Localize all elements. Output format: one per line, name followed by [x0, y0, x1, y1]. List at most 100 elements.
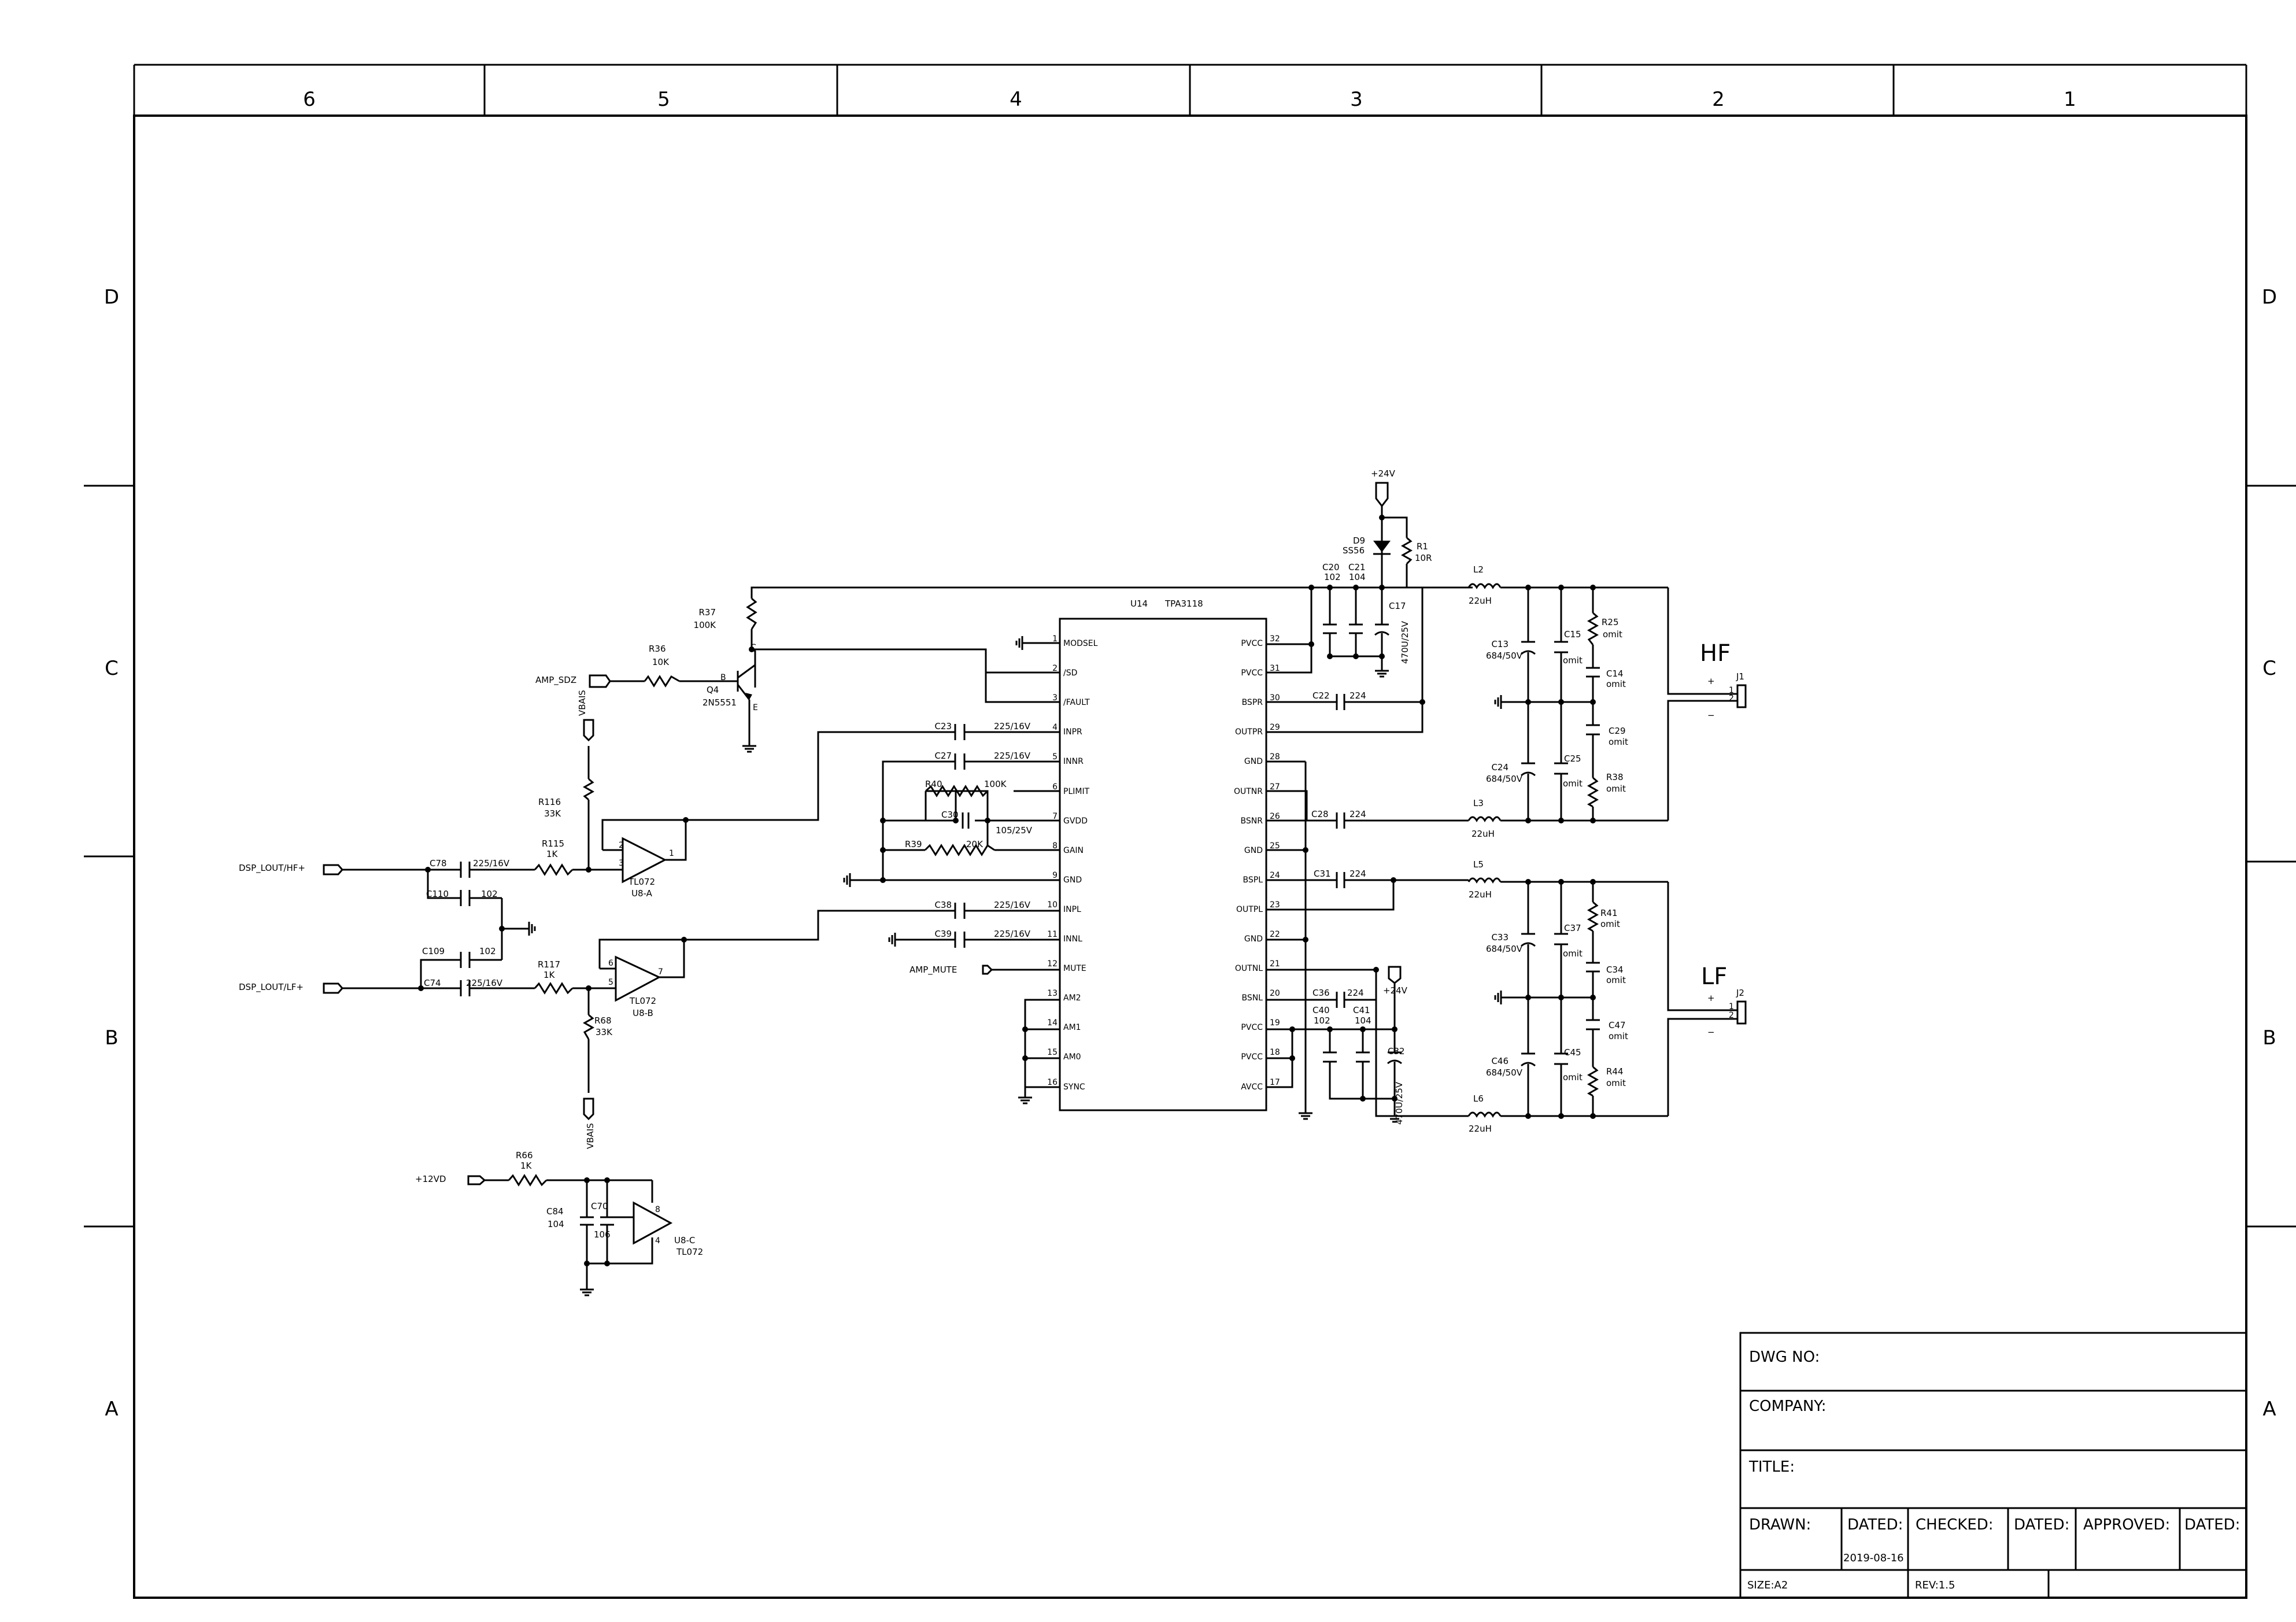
u8c-value: TL072 [676, 1247, 703, 1257]
r68-ref: R68 [594, 1015, 612, 1026]
d9-value: SS56 [1343, 545, 1365, 556]
c33-value: 684/50V [1486, 944, 1523, 954]
vbais-label-2: VBAIS [585, 1123, 596, 1149]
u14-pin-name-right: OUTPR [1235, 727, 1263, 737]
c14-ref: C14 [1606, 668, 1624, 679]
u14-ic-body [1059, 618, 1267, 1111]
r39-ref: R39 [905, 839, 922, 849]
lf-label: LF [1701, 963, 1727, 990]
c20-ref: C20 [1322, 562, 1340, 572]
u14-pin-name-left: INNR [1063, 757, 1084, 766]
amp-mute-label: AMP_MUTE [909, 965, 957, 976]
c47-value: omit [1609, 1031, 1628, 1041]
component-labels: R37 100K R36 10K Q4 2N5551 B C E AMP_SDZ… [239, 468, 1744, 1257]
c70-ref: C70 [591, 1201, 608, 1211]
j1-minus: − [1707, 710, 1715, 721]
l6-value: 22uH [1469, 1124, 1492, 1134]
dwg-no-label: DWG NO: [1749, 1348, 1820, 1366]
c32-ref: C32 [1388, 1046, 1405, 1056]
zone-row-b-left: B [105, 1026, 118, 1050]
c78-ref: C78 [430, 858, 447, 869]
rev-label: REV:1.5 [1915, 1579, 1955, 1591]
r38-ref: R38 [1606, 772, 1624, 782]
u14-pin-name-right: BSPL [1243, 875, 1263, 885]
l2-ref: L2 [1473, 564, 1484, 575]
u14-pin-name-left: /FAULT [1063, 698, 1090, 707]
u8b-pin-out: 7 [658, 967, 663, 977]
c41-ref: C41 [1353, 1005, 1370, 1015]
c109-ref: C109 [422, 946, 445, 956]
u8a-value: TL072 [628, 877, 655, 887]
u14-pin-name-left: INPL [1063, 905, 1081, 914]
c23-value: 225/16V [994, 721, 1031, 731]
u8a-pin-b: 3 [619, 859, 624, 868]
dated-label: DATED: [1847, 1516, 1903, 1534]
c29-ref: C29 [1609, 726, 1626, 736]
j1-pin1: 1 [1729, 686, 1734, 695]
c34-value: omit [1606, 975, 1626, 985]
hf-label: HF [1700, 640, 1731, 667]
p24v-bot-label: +24V [1383, 985, 1408, 996]
vdd12-label: +12VD [415, 1174, 446, 1184]
u8b-pin-b: 5 [608, 978, 613, 987]
ground-symbols [528, 636, 1502, 1296]
u14-pin-name-left: AM2 [1063, 993, 1081, 1003]
u14-pin-num-right: 30 [1270, 693, 1280, 703]
u14-pin-num-left: 15 [1047, 1048, 1058, 1057]
c30-ref: C30 [941, 810, 959, 820]
u14-pin-num-left: 11 [1047, 930, 1058, 939]
c40-value: 102 [1314, 1015, 1330, 1026]
c30-value: 105/25V [996, 825, 1033, 836]
u14-pin-num-left: 14 [1047, 1018, 1058, 1028]
u14-pin-name-left: MODSEL [1063, 639, 1098, 648]
c24-value: 684/50V [1486, 774, 1523, 784]
u14-pin-name-right: PVCC [1241, 1023, 1263, 1032]
p24v-top-label: +24V [1371, 468, 1396, 479]
wires [354, 506, 1737, 1290]
l3-value: 22uH [1471, 829, 1495, 839]
junctions [418, 515, 1596, 1266]
c38-ref: C38 [934, 900, 952, 910]
r115-ref: R115 [542, 838, 564, 849]
zone-col-4: 4 [1010, 88, 1022, 111]
c23-ref: C23 [934, 721, 952, 731]
r37-value: 100K [694, 620, 717, 630]
u14-pin-num-left: 8 [1052, 841, 1058, 851]
c37-ref: C37 [1564, 923, 1581, 933]
u14-pin-num-left: 5 [1052, 752, 1058, 762]
j1-plus: + [1707, 676, 1715, 686]
zone-row-a-right: A [2262, 1398, 2276, 1421]
l5-ref: L5 [1473, 859, 1484, 870]
c22-ref: C22 [1312, 690, 1330, 701]
u8a-pin-out: 1 [669, 849, 674, 858]
c39-ref: C39 [934, 929, 952, 939]
j1-ref: J1 [1736, 671, 1744, 682]
r44-value: omit [1606, 1078, 1626, 1088]
r66-value: 1K [520, 1161, 533, 1171]
c47-ref: C47 [1609, 1020, 1626, 1030]
r39-value: 20K [966, 839, 984, 849]
u14-pin-num-left: 4 [1052, 723, 1058, 732]
u8b-value: TL072 [629, 996, 656, 1006]
r25-value: omit [1603, 629, 1622, 640]
c21-value: 104 [1349, 572, 1366, 582]
size-label: SIZE:A2 [1747, 1579, 1788, 1591]
c45-ref: C45 [1564, 1047, 1581, 1058]
c21-ref: C21 [1348, 562, 1366, 572]
op-amp-symbols [607, 837, 673, 1245]
dsp-hf-label: DSP_LOUT/HF+ [239, 863, 305, 874]
q4-ref: Q4 [707, 685, 719, 695]
u14-pin-num-left: 16 [1047, 1078, 1058, 1087]
u14-pin-name-right: GND [1244, 757, 1263, 766]
r1-value: 10R [1415, 553, 1432, 563]
c110-value: 102 [481, 889, 498, 899]
c15-ref: C15 [1564, 629, 1581, 640]
c74-ref: C74 [424, 978, 441, 988]
q4-pin-c: C [750, 643, 756, 652]
u14-pin-name-left: PLIMIT [1063, 787, 1090, 796]
c28-ref: C28 [1311, 809, 1329, 819]
inductors [1467, 583, 1502, 1118]
dated-label-3: DATED: [2184, 1516, 2240, 1534]
u14-pin-name-right: BSNR [1241, 816, 1263, 826]
zone-col-3: 3 [1350, 88, 1363, 111]
